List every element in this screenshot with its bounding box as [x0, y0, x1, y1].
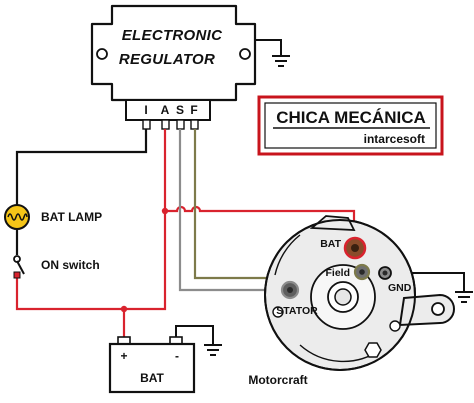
alt-field-terminal-stud: [359, 269, 365, 275]
lamp-filament: [7, 213, 28, 221]
brand-title: CHICA MECÁNICA: [276, 108, 426, 127]
regulator-mount-hole-right: [239, 48, 251, 60]
battery: + - BAT: [108, 336, 196, 394]
alternator-housing-rim: [264, 219, 416, 371]
switch-lever[interactable]: [16, 260, 25, 275]
on-switch[interactable]: ON switch: [13, 255, 100, 279]
pin-label-a: A: [161, 103, 170, 117]
alternator-mount-ear-right: [398, 293, 455, 327]
alternator-bolt-left: [272, 306, 284, 318]
wire-a-to-alt-bat: [165, 205, 356, 245]
alt-stator-terminal-stud: [287, 287, 293, 293]
brand-box: CHICA MECÁNICA intarcesoft: [257, 95, 444, 156]
wire-switch-to-battery: [15, 275, 124, 311]
alt-gnd-terminal-stud: [382, 270, 388, 276]
alt-stator-label: STATOR: [276, 305, 318, 317]
brand-inner: [264, 102, 437, 149]
electronic-regulator: ELECTRONIC REGULATOR I A S F: [90, 4, 257, 130]
pin-plug-f: [190, 119, 199, 130]
pin-plug-i: [142, 119, 151, 130]
alternator-mount-hole-right: [431, 302, 445, 316]
pin-plug-a: [161, 119, 170, 130]
alternator-caption: Motorcraft: [248, 373, 307, 387]
pin-label-i: I: [144, 103, 147, 117]
regulator-mount-hole-left: [96, 48, 108, 60]
pin-label-f: F: [190, 103, 197, 117]
alt-gnd-label: GND: [388, 282, 412, 294]
switch-contact-bottom: [13, 271, 21, 279]
regulator-title-line1: ELECTRONIC: [122, 27, 223, 44]
battery-body: [108, 342, 196, 394]
on-switch-label: ON switch: [41, 258, 100, 272]
lamp-bulb-icon: [4, 204, 30, 230]
battery-minus-sign: -: [175, 349, 179, 363]
alternator-bottom-nut: [364, 342, 382, 358]
wire-a-to-battery: [122, 129, 167, 342]
brand-subtitle: intarcesoft: [364, 132, 425, 146]
bat-lamp: BAT LAMP: [4, 204, 102, 230]
alternator-vent-left: [274, 234, 301, 276]
battery-ground-icon: [175, 325, 222, 356]
alternator: BAT Field GND STATOR: [264, 215, 455, 371]
battery-plus-sign: +: [120, 349, 127, 363]
alternator-bolt-right: [389, 320, 401, 332]
alt-field-label: Field: [325, 267, 350, 279]
alt-bat-label: BAT: [320, 238, 341, 250]
junction-dot-upper: [161, 207, 169, 215]
regulator-title-line2: REGULATOR: [119, 51, 215, 68]
pin-plug-s: [176, 119, 185, 130]
battery-label: BAT: [140, 371, 164, 385]
pin-label-s: S: [176, 103, 184, 117]
alternator-ground-icon: [455, 291, 473, 303]
regulator-ground-icon: [255, 39, 290, 67]
wire-i-to-lamp: [15, 129, 148, 205]
wire-s-to-stator: [178, 129, 290, 292]
alternator-shaft-inner: [334, 288, 352, 306]
junction-dot-lower: [120, 305, 128, 313]
bat-lamp-label: BAT LAMP: [41, 210, 102, 224]
alt-bat-terminal-stud: [351, 244, 359, 252]
regulator-body: [90, 4, 257, 102]
